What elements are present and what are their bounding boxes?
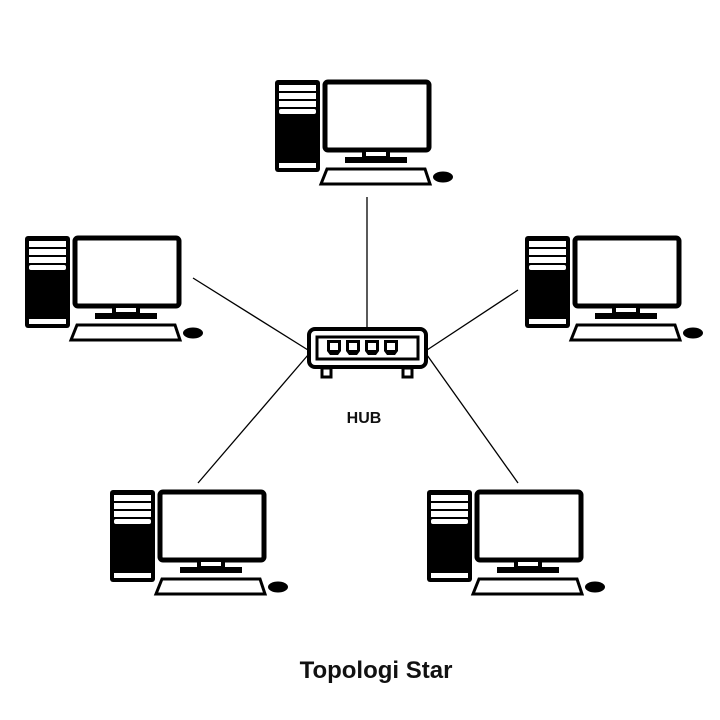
hub-icon [307,327,428,379]
link-left [192,277,309,351]
link-right [426,289,519,351]
link-bottom-left [197,354,309,484]
computer-top-icon [275,80,453,184]
computer-left-icon [25,236,203,340]
hub-label: HUB [346,410,382,427]
connection-lines [192,197,519,484]
computer-bottom-right-icon [427,490,605,594]
diagram-title: Topologi Star [299,657,453,684]
computer-right-icon [525,236,703,340]
computer-bottom-left-icon [110,490,288,594]
link-bottom-right [426,354,519,484]
